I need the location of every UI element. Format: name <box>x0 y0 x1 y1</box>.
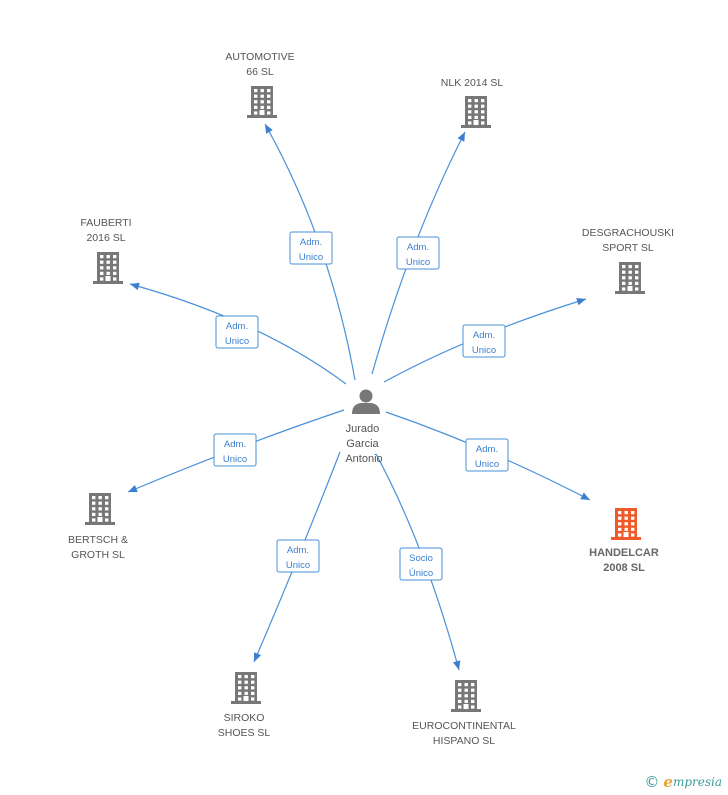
role-label: Adm. Unico <box>406 242 430 268</box>
company-name-line: SHOES SL <box>218 727 271 739</box>
building-icon <box>93 252 123 284</box>
empresia-watermark: © e mpresia <box>644 773 722 791</box>
company-node-automotive[interactable]: AUTOMOTIVE 66 SL <box>225 51 295 118</box>
person-icon <box>352 389 380 414</box>
company-name: BERTSCH & GROTH SL <box>68 534 128 561</box>
arrowhead-handelcar <box>580 492 590 500</box>
building-icon <box>451 680 481 712</box>
company-name-line: 66 SL <box>246 66 274 78</box>
company-name-line: 2008 SL <box>603 562 645 574</box>
company-name-line: DESGRACHOUSKI <box>582 227 674 239</box>
role-label: Adm. Unico <box>225 321 249 347</box>
arrowhead-fauberti <box>130 282 140 291</box>
center-person-node[interactable]: Jurado Garcia Antonio <box>345 389 383 466</box>
edges-layer: Adm.UnicoAdm.UnicoAdm.UnicoAdm.UnicoAdm.… <box>127 123 591 671</box>
role-label-line: Adm. <box>224 439 246 450</box>
company-name-line: 2016 SL <box>86 232 125 244</box>
company-name: SIROKO SHOES SL <box>218 712 271 739</box>
role-badge-nlk[interactable]: Adm. Unico <box>396 236 440 270</box>
building-icon <box>615 262 645 294</box>
role-label-line: Socio <box>409 553 433 564</box>
arrowhead-siroko <box>254 652 262 662</box>
company-name-line: AUTOMOTIVE <box>225 51 294 63</box>
person-name-line-2: Garcia <box>346 438 379 450</box>
building-icon <box>611 508 641 540</box>
role-label: Adm. Unico <box>286 545 310 571</box>
copyright-icon: © <box>644 773 660 791</box>
brand-logo-initial: e <box>663 773 673 791</box>
role-label-line: Adm. <box>300 237 322 248</box>
company-name-line: HANDELCAR <box>589 547 659 559</box>
company-node-desgrachouski[interactable]: DESGRACHOUSKI SPORT SL <box>582 227 674 294</box>
company-name-line: SPORT SL <box>602 242 654 254</box>
role-label-line: Unico <box>406 257 430 268</box>
company-node-eurocontinental[interactable]: EUROCONTINENTAL HISPANO SL <box>412 680 516 747</box>
arrowhead-bertsch <box>128 485 138 493</box>
company-name: NLK 2014 SL <box>441 77 504 89</box>
role-label: Adm. Unico <box>472 330 496 356</box>
role-label-line: Unico <box>286 560 310 571</box>
building-icon <box>85 493 115 525</box>
role-badge-automotive[interactable]: Adm. Unico <box>289 231 333 265</box>
role-badge-desgrachouski[interactable]: Adm. Unico <box>462 324 506 358</box>
role-label: Adm. Unico <box>299 237 323 263</box>
building-icon <box>461 96 491 128</box>
company-name-line: NLK 2014 SL <box>441 77 504 89</box>
nodes-layer: AUTOMOTIVE 66 SL NLK 2014 SL FAUBERTI 2016 S… <box>68 51 674 747</box>
building-icon <box>231 672 261 704</box>
role-badge-fauberti[interactable]: Adm. Unico <box>215 315 259 349</box>
company-name-line: GROTH SL <box>71 549 125 561</box>
role-badge-handelcar[interactable]: Adm. Unico <box>465 438 509 472</box>
company-name-line: HISPANO SL <box>433 735 495 747</box>
company-name-line: BERTSCH & <box>68 534 128 546</box>
role-label-line: Unico <box>223 454 247 465</box>
company-name: AUTOMOTIVE 66 SL <box>225 51 294 78</box>
role-label-line: Unico <box>225 336 249 347</box>
role-label-line: Unico <box>472 345 496 356</box>
role-label-line: Adm. <box>473 330 495 341</box>
role-badge-bertsch[interactable]: Adm. Unico <box>213 433 257 467</box>
company-name: DESGRACHOUSKI SPORT SL <box>582 227 674 254</box>
arrowhead-eurocontinental <box>452 660 461 670</box>
role-label-line: Adm. <box>407 242 429 253</box>
company-node-siroko[interactable]: SIROKO SHOES SL <box>218 672 271 739</box>
company-name: EUROCONTINENTAL HISPANO SL <box>412 720 516 747</box>
company-name: FAUBERTI 2016 SL <box>80 217 131 244</box>
company-name-line: SIROKO <box>224 712 265 724</box>
company-node-handelcar[interactable]: HANDELCAR 2008 SL <box>589 508 659 574</box>
building-icon <box>247 86 277 118</box>
company-name-line: EUROCONTINENTAL <box>412 720 516 732</box>
role-label-line: Único <box>409 568 433 579</box>
arrowhead-desgrachouski <box>576 298 586 306</box>
company-node-fauberti[interactable]: FAUBERTI 2016 SL <box>80 217 132 284</box>
brand-logo-text: mpresia <box>672 775 722 789</box>
person-name: Jurado Garcia Antonio <box>345 423 382 465</box>
role-label-line: Unico <box>475 459 499 470</box>
role-badge-siroko[interactable]: Adm. Unico <box>276 539 320 573</box>
person-name-line-3: Antonio <box>345 453 382 465</box>
role-label-line: Adm. <box>226 321 248 332</box>
company-name: HANDELCAR 2008 SL <box>589 547 659 574</box>
arrowhead-automotive <box>265 124 273 134</box>
company-node-bertsch[interactable]: BERTSCH & GROTH SL <box>68 493 128 561</box>
role-label-line: Adm. <box>476 444 498 455</box>
arrowhead-nlk <box>457 132 465 142</box>
role-label-line: Adm. <box>287 545 309 556</box>
company-name-line: FAUBERTI <box>80 217 131 229</box>
role-label: Adm. Unico <box>223 439 247 465</box>
role-label: Adm. Unico <box>475 444 499 470</box>
role-label-line: Unico <box>299 252 323 263</box>
person-name-line-1: Jurado <box>346 423 380 435</box>
company-node-nlk[interactable]: NLK 2014 SL <box>441 77 504 128</box>
